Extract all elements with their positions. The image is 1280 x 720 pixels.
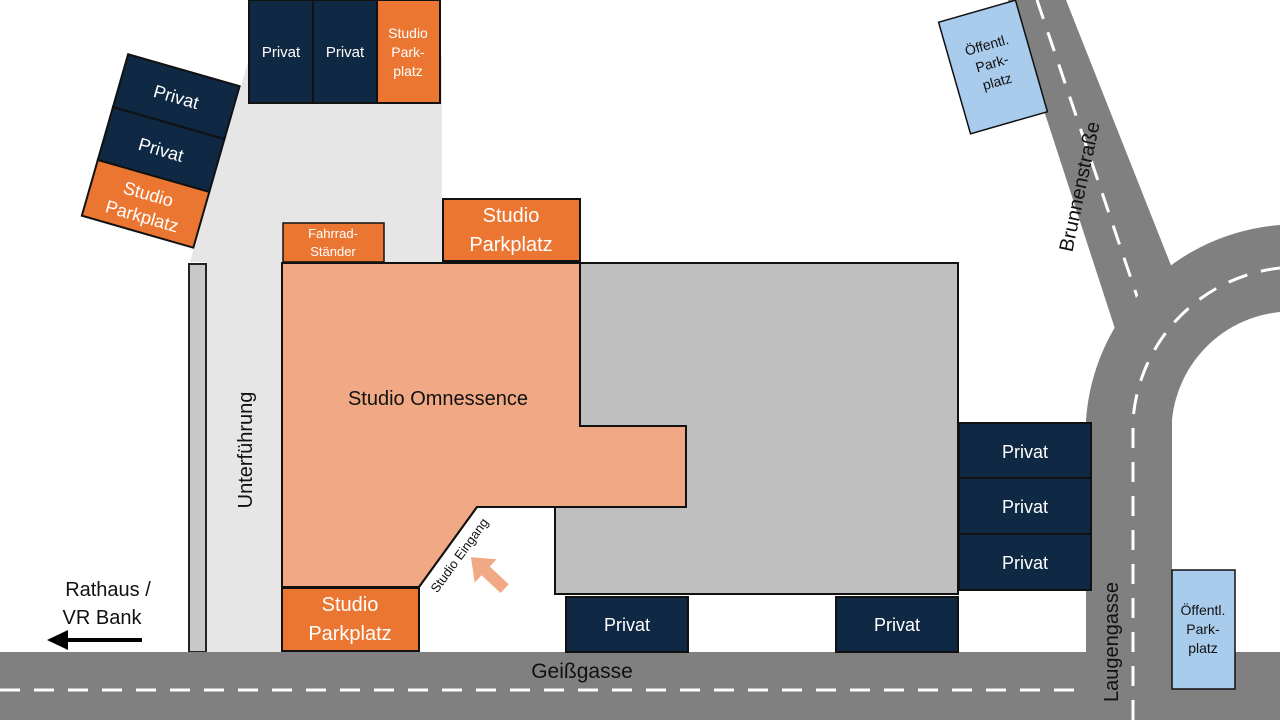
svg-text:Privat: Privat	[1002, 442, 1048, 462]
svg-text:Park-: Park-	[391, 44, 425, 60]
svg-text:Privat: Privat	[1002, 497, 1048, 517]
svg-text:Park-: Park-	[1186, 621, 1220, 637]
svg-text:Privat: Privat	[326, 44, 365, 61]
parking-private-top-2: Privat	[312, 0, 378, 104]
laugengasse-lane-marking	[1131, 266, 1280, 720]
svg-text:Studio: Studio	[388, 25, 428, 41]
underpass-wall	[188, 263, 207, 653]
svg-text:Ständer: Ständer	[310, 244, 356, 259]
arrow-left-icon	[47, 630, 142, 650]
svg-text:platz: platz	[393, 63, 423, 79]
entrance-arrow-icon	[470, 557, 509, 594]
studio-entrance-line	[418, 506, 478, 588]
parking-studio-top: Studio Park- platz	[376, 0, 441, 104]
brunnenstrasse-road	[1008, 0, 1176, 338]
brunnenstrasse-lane-marking	[1035, 0, 1147, 321]
parking-private-bottom-1: Privat	[565, 596, 689, 653]
parking-private-right-2: Privat	[958, 477, 1092, 535]
parking-studio-north: Studio Parkplatz	[442, 198, 581, 262]
svg-text:Parkplatz: Parkplatz	[469, 234, 552, 256]
driveway-area	[206, 262, 282, 652]
studio-name-label: Studio Omnessence	[348, 388, 528, 410]
svg-text:platz: platz	[1188, 640, 1218, 656]
svg-text:Fahrrad-: Fahrrad-	[308, 226, 358, 241]
laugengasse-road	[1086, 225, 1280, 720]
street-label-laugengasse: Laugengasse	[1101, 582, 1123, 702]
parking-private-top-1: Privat	[248, 0, 314, 104]
parking-private-bottom-2: Privat	[835, 596, 959, 653]
svg-text:platz: platz	[981, 70, 1014, 94]
svg-text:Privat: Privat	[874, 615, 920, 635]
parking-public-south: Öffentl. Park- platz	[1171, 569, 1236, 690]
bike-rack: Fahrrad- Ständer	[282, 222, 385, 263]
geissgasse-road	[0, 652, 1280, 720]
rathaus-label-line2: VR Bank	[63, 607, 143, 629]
parking-studio-south: Studio Parkplatz	[281, 587, 420, 652]
svg-text:Studio: Studio	[483, 205, 540, 227]
svg-text:Studio: Studio	[322, 594, 379, 616]
street-label-geissgasse: Geißgasse	[531, 660, 633, 683]
underpass-label: Unterführung	[235, 392, 257, 509]
svg-text:Öffentl.: Öffentl.	[1181, 601, 1226, 618]
parking-private-right-1: Privat	[958, 422, 1092, 479]
svg-text:Privat: Privat	[1002, 553, 1048, 573]
parking-public-north: Öffentl. Park- platz	[937, 0, 1049, 135]
svg-text:Privat: Privat	[262, 44, 301, 61]
svg-text:Parkplatz: Parkplatz	[308, 623, 391, 645]
parking-private-right-3: Privat	[958, 533, 1092, 591]
parking-private-tilted-2: Privat	[96, 105, 226, 194]
svg-text:Privat: Privat	[604, 615, 650, 635]
rathaus-label-line1: Rathaus /	[65, 579, 151, 601]
